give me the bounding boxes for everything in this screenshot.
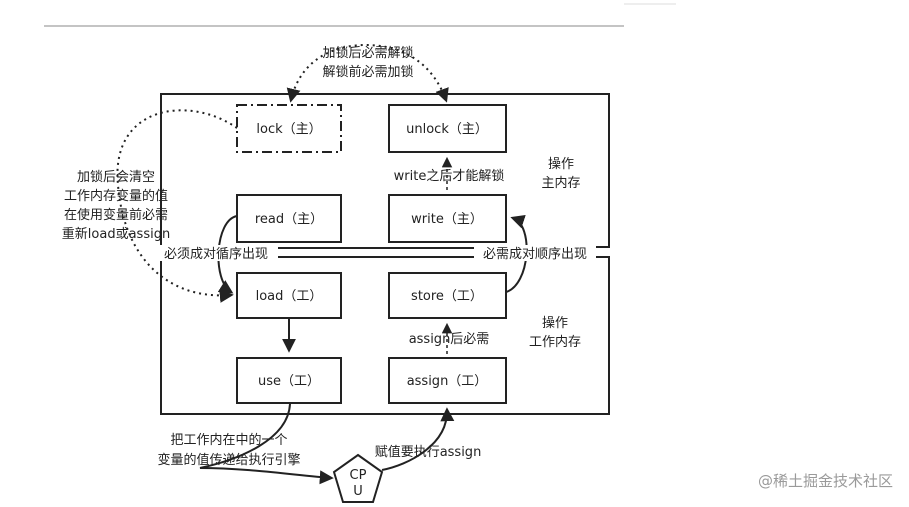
left-note-line2: 工作内存变量的值: [64, 188, 168, 204]
bottom-left-note-line2: 变量的值传递给执行引擎: [157, 452, 300, 468]
store-box-label: store（工）: [411, 289, 483, 304]
read-box: [236, 194, 342, 243]
load-box: [236, 272, 342, 319]
main-memory-note-line1: 操作: [548, 156, 574, 172]
use-cpu-curve: [199, 403, 334, 485]
pair-left-bg: [154, 245, 278, 261]
bottom-right-note: 赋值要执行assign: [375, 444, 482, 460]
assign-box: [388, 357, 507, 404]
use-box-label: use（工）: [258, 374, 320, 389]
assign-before-store-note: assign后必需: [409, 332, 490, 347]
cpu-label-line1: CP: [350, 468, 367, 483]
write-box-label: write（主）: [411, 212, 483, 227]
write-box: [388, 194, 507, 243]
watermark: @稀土掘金技术社区: [757, 472, 893, 490]
unlock-box: [388, 104, 507, 153]
top-note-line2: 解锁前必需加锁: [322, 64, 413, 80]
top-note-line1: 加锁后必需解锁: [322, 45, 413, 61]
cpu-label-line2: U: [353, 484, 363, 499]
write-before-unlock-note: write之后才能解锁: [394, 168, 505, 184]
work-memory-note-line2: 工作内存: [529, 334, 581, 350]
left-note-line3: 在使用变量前必需: [64, 207, 168, 223]
pair-left-note: 必须成对循序出现: [164, 247, 268, 262]
main-memory-region: [160, 93, 610, 248]
load-box-label: load（工）: [256, 289, 323, 304]
read-box-label: read（主）: [255, 212, 323, 227]
unlock-box-label: unlock（主）: [406, 122, 488, 137]
work-memory-note-line1: 操作: [542, 315, 568, 331]
lock-box-label: lock（主）: [256, 122, 321, 137]
pair-right-bg: [474, 245, 596, 261]
store-box: [388, 272, 507, 319]
cpu-pentagon: [332, 453, 384, 503]
assign-box-label: assign（工）: [407, 374, 488, 389]
left-note-line4: 重新load或assign: [62, 226, 170, 242]
lock-box: [236, 104, 342, 153]
left-note-line1: 加锁后会清空: [77, 169, 155, 185]
use-box: [236, 357, 342, 404]
pair-right-note: 必需成对顺序出现: [483, 247, 587, 262]
cpu-assign-curve: [381, 407, 455, 471]
bottom-left-note-line1: 把工作内在中的一个: [170, 432, 287, 448]
main-memory-note-line2: 主内存: [541, 175, 580, 191]
